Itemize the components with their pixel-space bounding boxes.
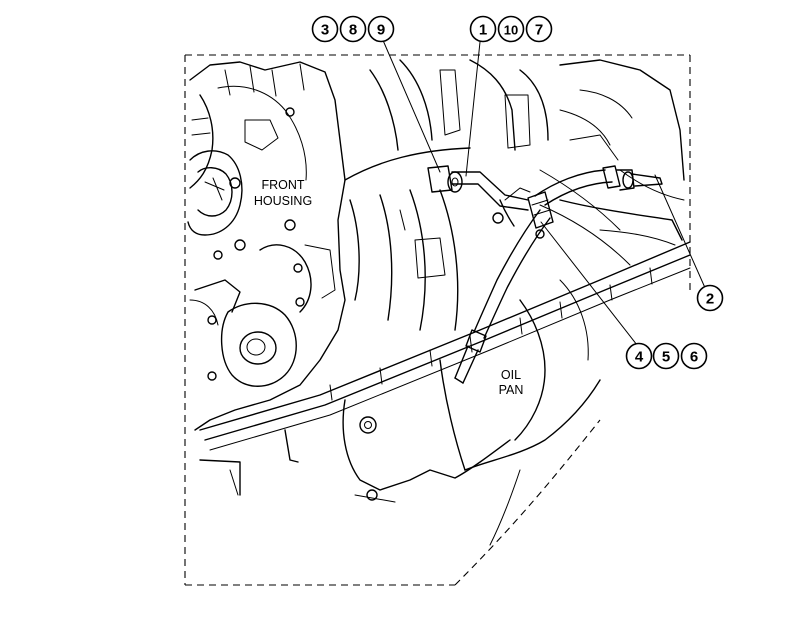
oil-pan-label-line1: OIL — [501, 368, 521, 382]
callout-2-group: 2 — [696, 284, 724, 312]
callout-10: 10 — [504, 23, 518, 38]
dipstick-tube-assembly — [427, 165, 663, 384]
callout-1: 1 — [479, 22, 487, 39]
callout-6: 6 — [690, 349, 698, 366]
callout-5: 5 — [662, 349, 670, 366]
engine-outline — [184, 54, 691, 586]
oil-pan — [199, 279, 601, 546]
callout-7: 7 — [535, 22, 543, 39]
callout-group-4-5-6: 4 5 6 — [625, 342, 708, 370]
block-rail — [199, 241, 691, 451]
area-labels: FRONT HOUSING OIL PAN — [254, 178, 524, 397]
callout-group-3-8-9: 3 8 9 — [311, 15, 395, 43]
oil-pan-label-line2: PAN — [499, 383, 524, 397]
callout-3: 3 — [321, 22, 329, 39]
leader-lines — [381, 37, 707, 346]
front-housing-label-line2: HOUSING — [254, 194, 312, 208]
callout-8: 8 — [349, 22, 357, 39]
callout-2: 2 — [706, 291, 714, 308]
front-housing — [187, 61, 346, 431]
callout-group-1-10-7: 1 10 7 — [469, 15, 553, 43]
front-housing-label-line1: FRONT — [261, 178, 304, 192]
intake-area — [344, 59, 685, 331]
callout-4: 4 — [635, 349, 644, 366]
callout-9: 9 — [377, 22, 385, 39]
